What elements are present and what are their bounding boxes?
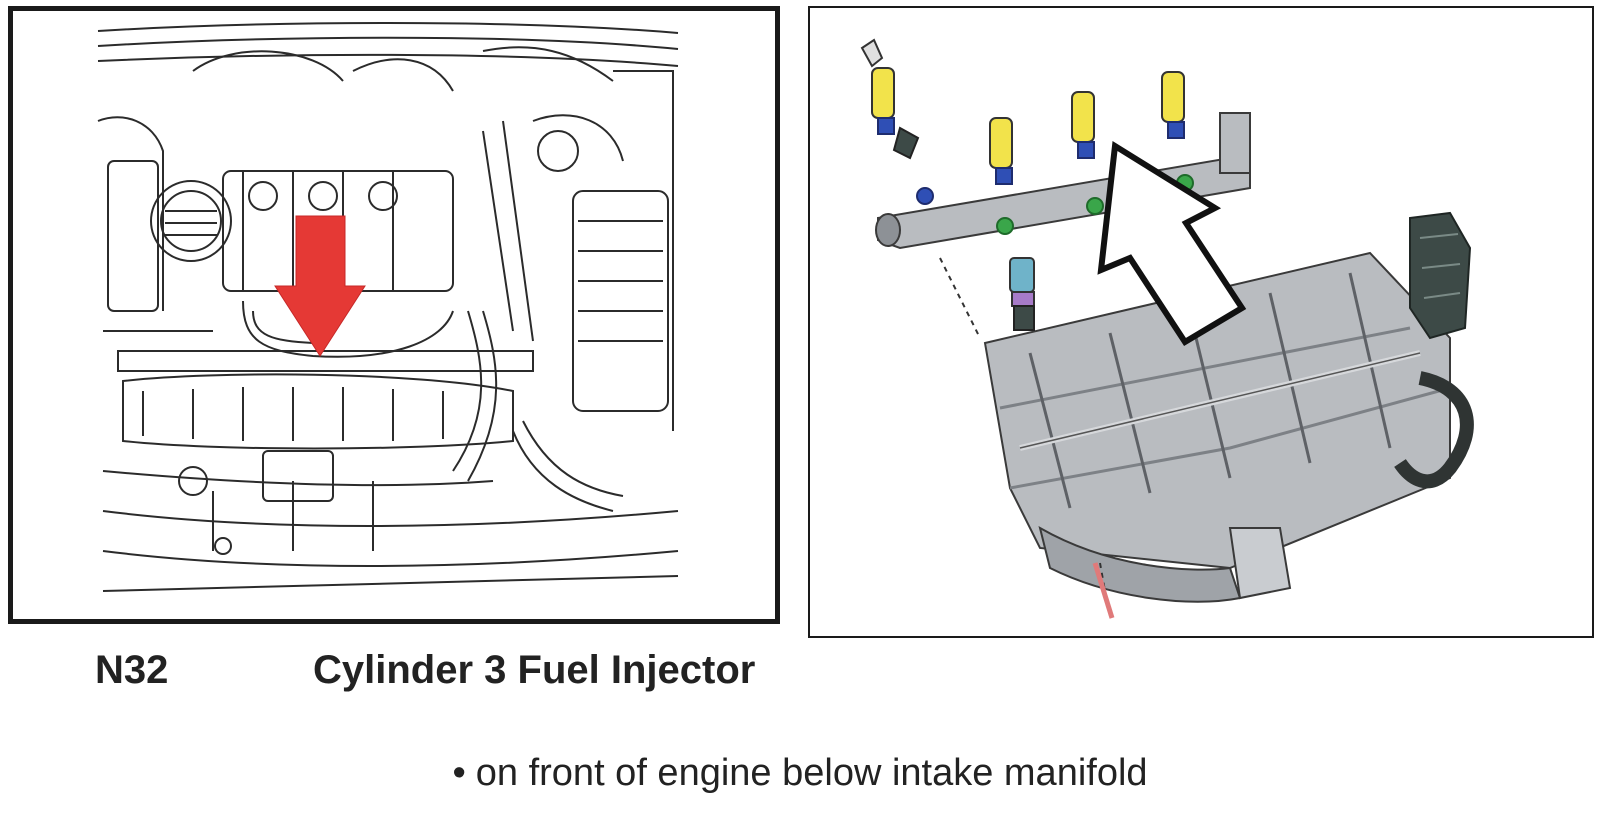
throttle-body [1409, 211, 1472, 340]
removed-injector [1009, 257, 1035, 331]
fuel-rail [875, 112, 1251, 250]
component-name: Cylinder 3 Fuel Injector [313, 648, 756, 692]
location-text: on front of engine below intake manifold [475, 752, 1148, 794]
down-arrow-icon [274, 215, 366, 357]
injector-3 [1071, 91, 1095, 159]
injector-2 [989, 117, 1013, 185]
injector-4 [1161, 71, 1185, 139]
exploded-view-drawing [860, 38, 1474, 619]
injector-1 [860, 38, 920, 160]
engine-bay-illustration [8, 6, 780, 624]
exploded-view-illustration [808, 6, 1594, 638]
intake-manifold [983, 251, 1474, 603]
fuel-injectors [860, 38, 1194, 331]
location-note: •on front of engine below intake manifol… [0, 752, 1600, 795]
bullet-icon: • [452, 752, 466, 794]
up-right-arrow-icon [1097, 140, 1247, 347]
engine-bay-drawing [97, 22, 679, 592]
component-code: N32 [95, 648, 169, 692]
